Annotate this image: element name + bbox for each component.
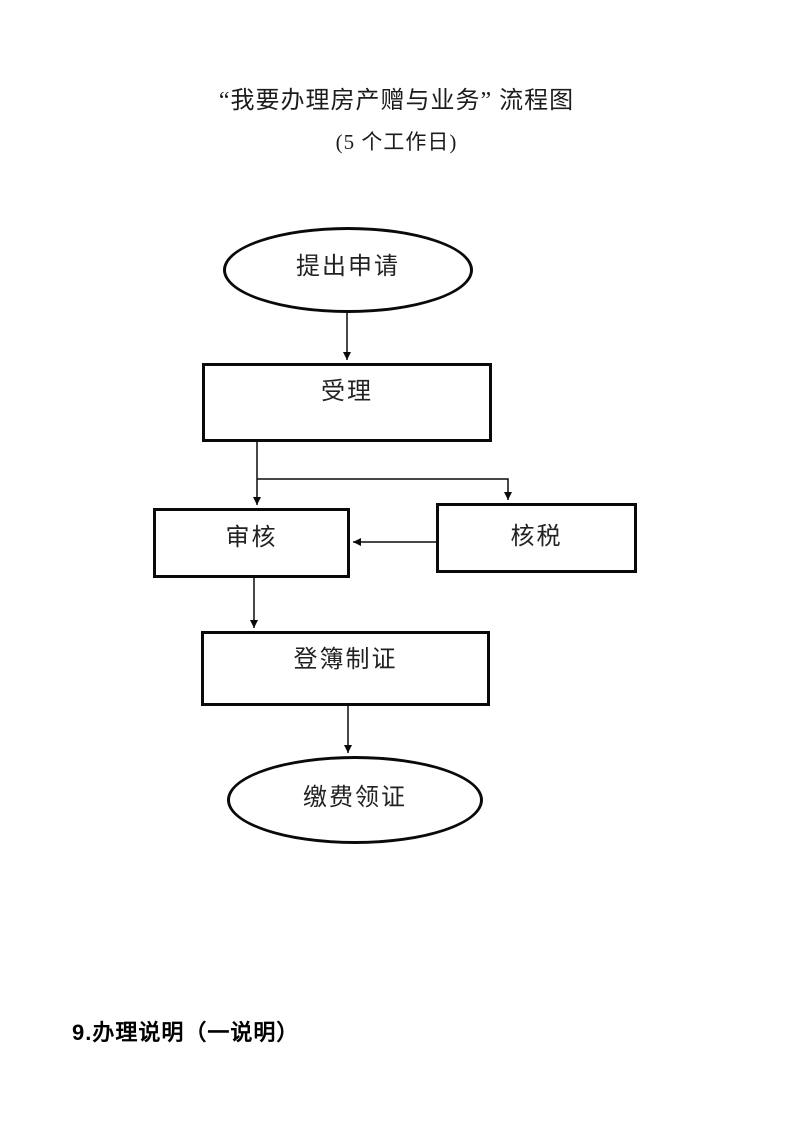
flow-node-review-label: 审核 bbox=[225, 524, 278, 551]
page-subtitle: (5 个工作日) bbox=[335, 130, 458, 154]
flow-node-review: 审核 bbox=[153, 508, 350, 578]
flow-node-register: 登簿制证 bbox=[201, 631, 490, 706]
edge-accept-to-tax bbox=[257, 478, 512, 500]
flow-node-tax: 核税 bbox=[436, 503, 637, 573]
flow-node-tax-label: 核税 bbox=[510, 523, 563, 550]
flow-node-start-label: 提出申请 bbox=[296, 253, 400, 280]
section-heading: 9.办理说明（一说明） bbox=[72, 1020, 300, 1045]
flow-node-end: 缴费领证 bbox=[227, 756, 483, 844]
flow-node-accept: 受理 bbox=[202, 363, 492, 442]
flow-node-accept-label: 受理 bbox=[321, 379, 373, 405]
flow-node-register-label: 登簿制证 bbox=[293, 647, 398, 673]
flow-node-start: 提出申请 bbox=[223, 227, 473, 313]
page-title: “我要办理房产赠与业务” 流程图 bbox=[218, 88, 575, 114]
flow-node-end-label: 缴费领证 bbox=[303, 784, 407, 811]
